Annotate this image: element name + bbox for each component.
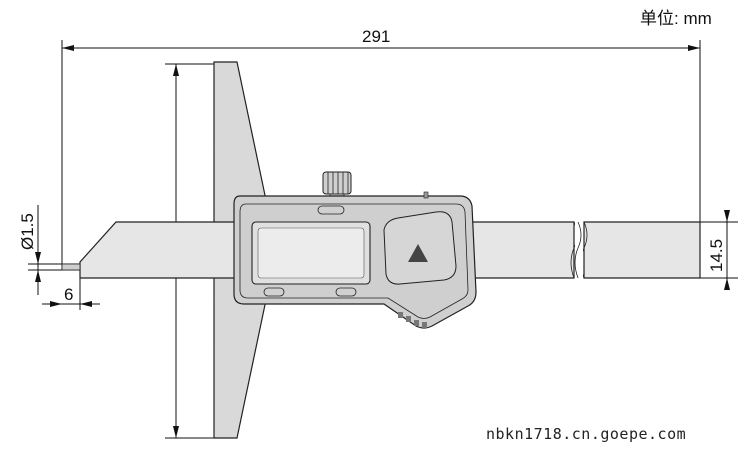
main-beam-end [583,221,701,279]
zero-button [263,287,285,297]
dimension-total-length: 291 [61,27,701,270]
break-mark [574,221,582,279]
dimension-tip-length-label: 6 [64,285,73,304]
top-button [317,205,345,215]
unit-label: 单位: mm [640,9,712,28]
display-head [233,191,477,329]
mode-button [335,287,357,297]
bottom-serrations [398,312,427,328]
dimension-beam-width: 14.5 [700,210,738,290]
dimension-beam-width-label: 14.5 [707,239,726,272]
dimension-total-length-label: 291 [362,27,390,46]
power-triangle-icon [408,244,428,262]
dimension-rod-diameter-label: Ø1.5 [18,213,37,250]
watermark: nbkn1718.cn.goepe.com [486,425,686,443]
lock-screw [322,171,352,199]
dimension-rod-diameter: Ø1.5 [18,205,80,295]
depth-rod [61,263,81,271]
